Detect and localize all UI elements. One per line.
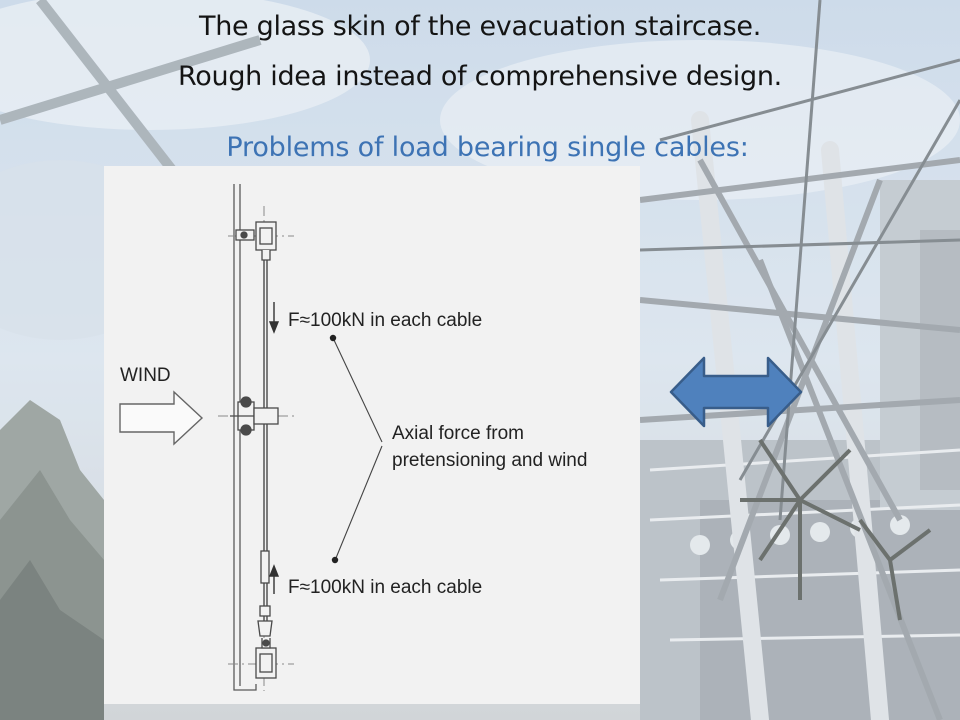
turnbuckle bbox=[257, 550, 273, 637]
cable-diagram: WIND F≈100kN in each cable F≈100kN in ea… bbox=[104, 166, 640, 704]
leader-lines bbox=[333, 339, 383, 559]
force-label-top: F≈100kN in each cable bbox=[288, 310, 482, 331]
cable-clamp-middle bbox=[230, 396, 279, 436]
glass-pane-edge bbox=[233, 184, 257, 691]
leader-dot-bottom bbox=[331, 556, 339, 564]
cable-anchor-bottom bbox=[255, 638, 277, 679]
leader-dot-top bbox=[329, 334, 337, 342]
wind-label: WIND bbox=[120, 365, 171, 386]
axial-label-line-1: Axial force from bbox=[392, 423, 524, 444]
slide-title-line-1: The glass skin of the evacuation stairca… bbox=[199, 11, 761, 42]
left-right-arrow-icon bbox=[669, 356, 803, 428]
force-arrow-down bbox=[268, 302, 280, 334]
slide-subtitle: Problems of load bearing single cables: bbox=[226, 132, 749, 163]
wind-arrow-icon bbox=[119, 390, 204, 446]
force-arrow-up bbox=[268, 564, 280, 594]
axial-label-line-2: pretensioning and wind bbox=[392, 450, 587, 471]
cable-anchor-top bbox=[235, 221, 277, 261]
slide-title-line-2: Rough idea instead of comprehensive desi… bbox=[178, 61, 782, 92]
force-label-bottom: F≈100kN in each cable bbox=[288, 577, 482, 598]
